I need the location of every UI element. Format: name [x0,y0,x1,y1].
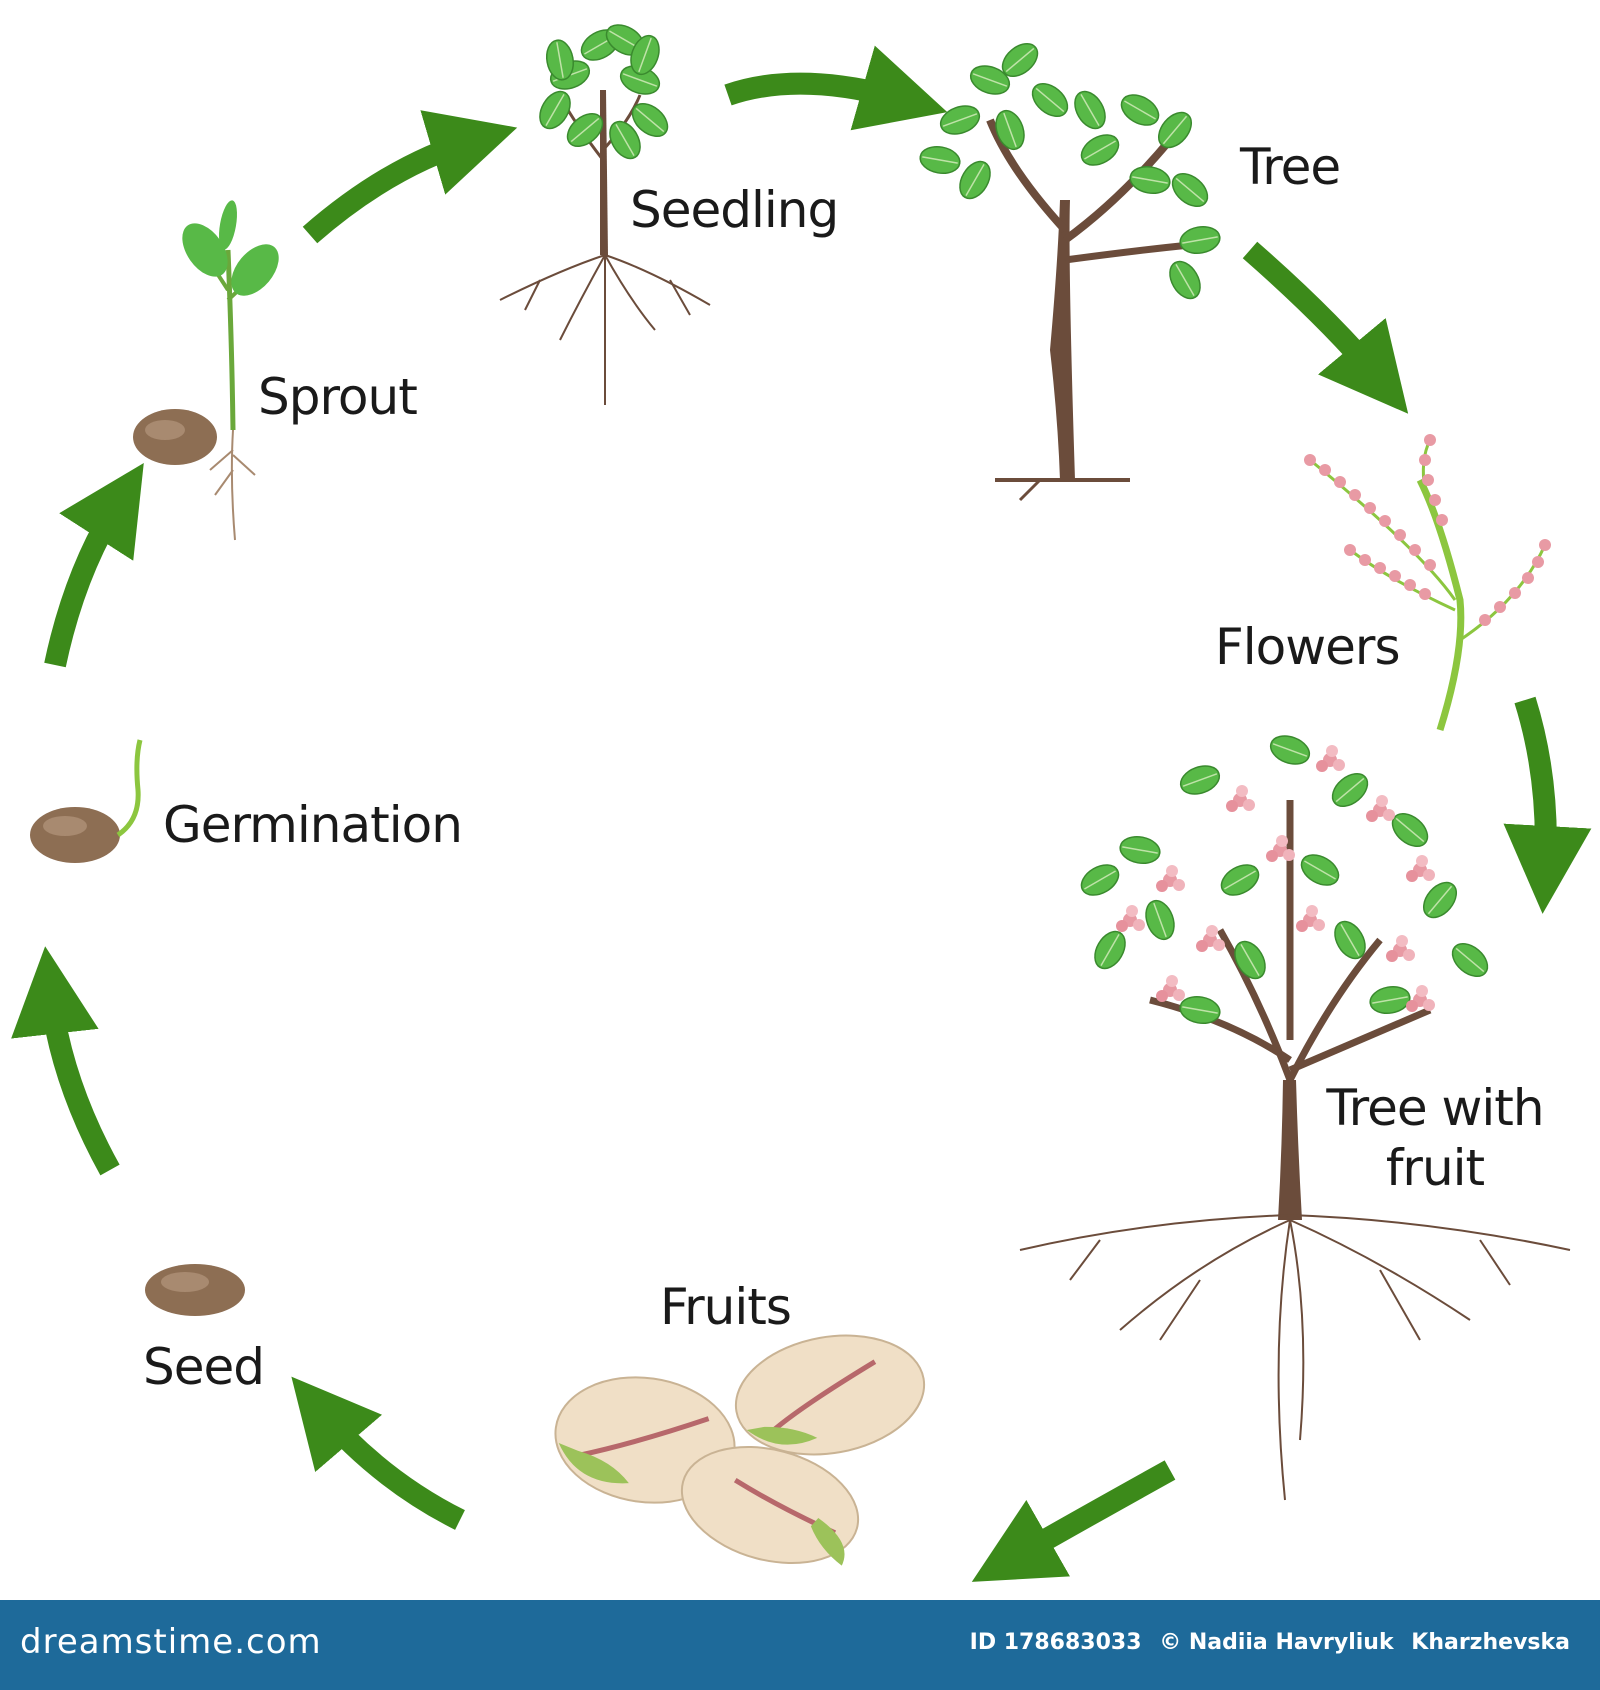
pistachio-nut [680,1445,860,1566]
seedling-illustration [499,17,711,405]
site-logo: dreamstime.com [20,1622,322,1662]
tree-with-fruit-illustration [1019,730,1571,1501]
seed-illustration [145,1264,245,1316]
label-tree-with-fruit: Tree with fruit [1305,1078,1565,1198]
label-fruits: Fruits [660,1278,792,1336]
flowers-illustration [1304,434,1551,732]
arrow-tree-to-flowers [1242,241,1409,414]
arrow-flowers-to-tree-with-fruit [1503,696,1592,914]
arrow-seedling-to-tree [724,45,948,131]
arrow-fruit-to-fruits [971,1460,1176,1582]
sprout-illustration [133,200,279,541]
diagram-artwork [11,17,1592,1582]
tree-illustration [917,36,1223,502]
image-id: ID 178683033 [969,1630,1142,1655]
copyright-text: © Nadiia Havryliuk [1159,1630,1394,1655]
label-tree-with-fruit-line2: fruit [1385,1139,1485,1197]
arrow-germination-to-sprout [44,462,144,668]
watermark-footer: dreamstime.com ID 178683033 © Nadiia Hav… [0,1600,1600,1690]
label-seed: Seed [143,1338,265,1396]
author-surname: Kharzhevska [1411,1630,1570,1655]
label-tree: Tree [1240,138,1341,196]
cycle-arrows [11,45,1592,1582]
arrow-sprout-to-seedling [302,110,518,244]
fruits-illustration [554,1334,926,1566]
label-tree-with-fruit-line1: Tree with [1326,1079,1544,1137]
label-seedling: Seedling [630,181,839,239]
label-flowers: Flowers [1215,618,1401,676]
germination-illustration [30,739,143,863]
label-sprout: Sprout [258,368,418,426]
arrow-fruits-to-seed [291,1376,465,1530]
image-credit: ID 178683033 © Nadiia Havryliuk Kharzhev… [960,1630,1570,1655]
arrow-seed-to-germination [11,946,120,1176]
label-germination: Germination [163,796,463,854]
